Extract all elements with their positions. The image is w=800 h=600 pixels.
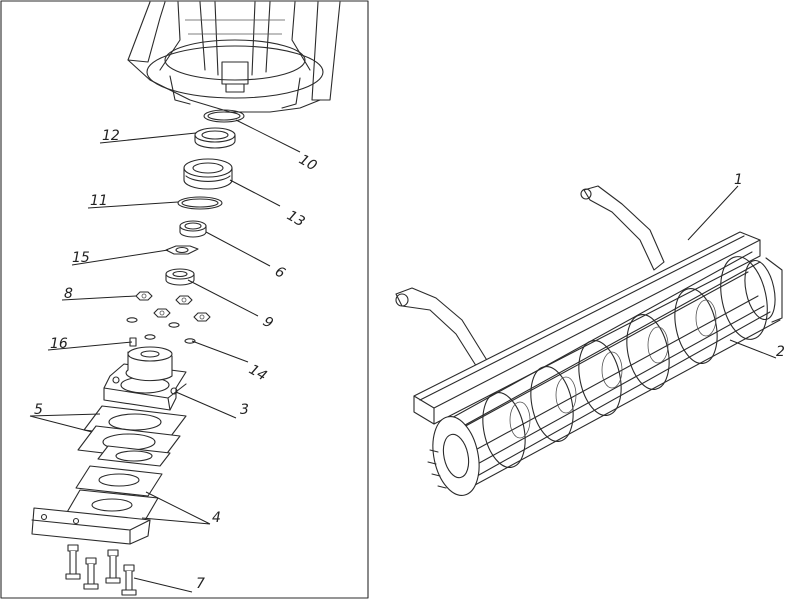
callout-8: 8 bbox=[64, 286, 73, 302]
leader-1 bbox=[687, 185, 739, 241]
lock-washer-15 bbox=[165, 245, 199, 255]
bushing-6 bbox=[179, 220, 207, 238]
callout-13: 13 bbox=[284, 208, 307, 231]
callout-4: 4 bbox=[212, 510, 221, 526]
callout-10: 10 bbox=[296, 152, 320, 175]
callout-1: 1 bbox=[734, 172, 743, 188]
callout-14: 14 bbox=[246, 362, 269, 385]
callout-5: 5 bbox=[34, 402, 43, 418]
callout-12: 12 bbox=[102, 128, 120, 144]
mounting-plates-4 bbox=[31, 465, 163, 545]
support-arm-rear bbox=[580, 185, 665, 271]
support-arm-front bbox=[395, 287, 489, 373]
retaining-ring-10 bbox=[203, 109, 245, 123]
gasket-plates-5 bbox=[77, 405, 187, 467]
callout-7: 7 bbox=[196, 576, 205, 592]
leader-lines-left bbox=[29, 119, 301, 593]
bearing-housing-3 bbox=[103, 337, 187, 411]
exploded-view-panel: 10 12 13 11 6 15 9 8 14 16 3 5 4 7 bbox=[0, 0, 369, 599]
roller-assembly-view: 1 2 bbox=[395, 172, 785, 496]
nut-9 bbox=[165, 268, 195, 286]
bearing-13 bbox=[183, 158, 233, 190]
leader-2 bbox=[729, 339, 777, 359]
bolts-7 bbox=[65, 544, 137, 596]
spring-washers-14 bbox=[126, 317, 196, 344]
callout-6: 6 bbox=[272, 264, 288, 282]
hex-nuts-8 bbox=[135, 291, 211, 322]
callout-11: 11 bbox=[90, 193, 108, 209]
callout-3: 3 bbox=[240, 402, 249, 418]
callout-9: 9 bbox=[260, 314, 276, 332]
callout-15: 15 bbox=[72, 250, 90, 266]
exploded-view-frame bbox=[0, 0, 369, 599]
washer-12 bbox=[194, 127, 236, 149]
callout-16: 16 bbox=[50, 336, 68, 352]
drum-end-partial bbox=[127, 1, 341, 113]
callout-2: 2 bbox=[776, 344, 785, 360]
snap-ring-11 bbox=[177, 196, 223, 210]
callouts-left: 10 12 13 11 6 15 9 8 14 16 3 5 4 7 bbox=[34, 128, 320, 592]
cage-drum-2 bbox=[427, 251, 783, 496]
